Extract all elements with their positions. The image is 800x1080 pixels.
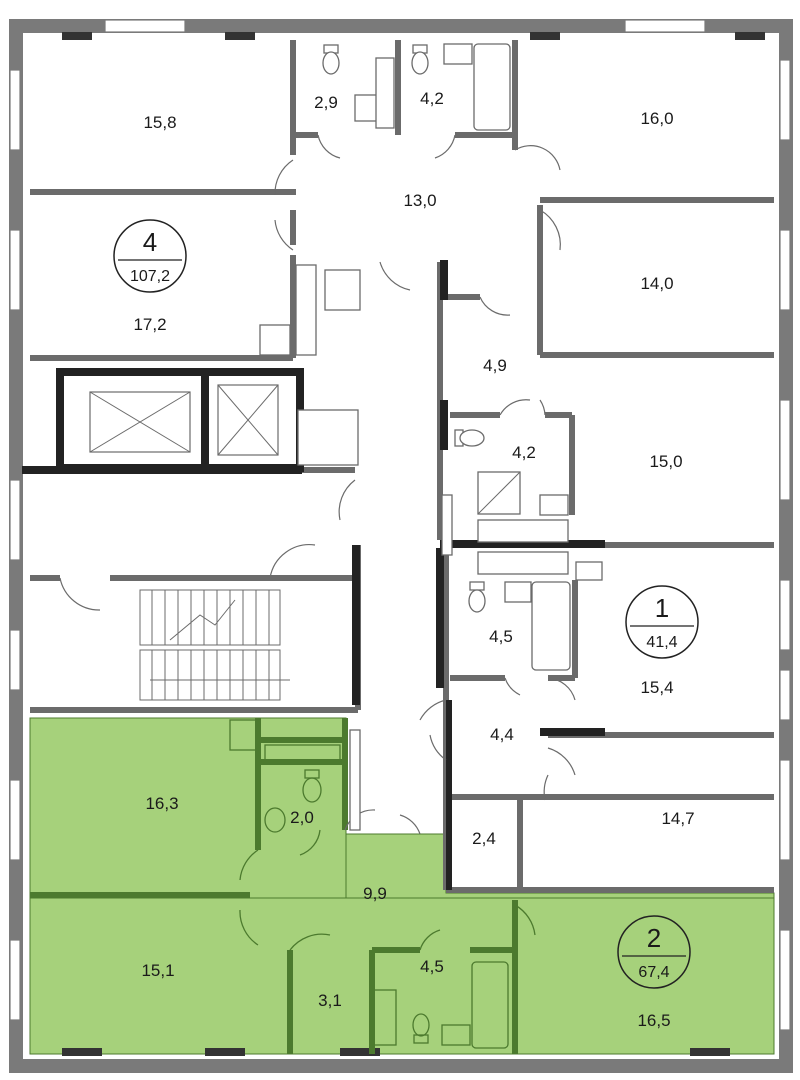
room-area: 4,9: [483, 356, 507, 375]
room-area: 16,5: [637, 1011, 670, 1030]
sink-icon: [354, 94, 378, 122]
room-area: 3,1: [318, 991, 342, 1010]
sink-icon: [539, 494, 569, 516]
apartment-area: 67,4: [638, 964, 669, 981]
apartment-number: 1: [655, 593, 669, 623]
room-area: 4,4: [490, 725, 514, 744]
apartment-badge-4: 4 107,2: [113, 219, 187, 293]
room-area: 14,0: [640, 274, 673, 293]
sink-icon: [504, 581, 532, 603]
bathtub-icon: [471, 961, 509, 1049]
room-area: 4,2: [512, 443, 536, 462]
apartment-2-doors: [239, 829, 536, 951]
room-area: 2,9: [314, 93, 338, 112]
apartment-badge-1: 1 41,4: [625, 585, 699, 659]
room-area: 2,4: [472, 829, 496, 848]
room-area: 15,1: [141, 961, 174, 980]
toilet-icon: [322, 51, 340, 75]
apartment-badge-2: 2 67,4: [617, 915, 691, 989]
apartment-area: 41,4: [646, 634, 677, 651]
apartment-area: 107,2: [130, 268, 170, 285]
windows: [9, 19, 791, 1031]
sink-icon: [259, 324, 291, 356]
bathtub-icon: [531, 581, 571, 671]
doors: [59, 134, 576, 835]
room-area: 15,0: [649, 452, 682, 471]
toilet-icon: [411, 51, 429, 75]
apartment-2-walls: [30, 718, 518, 1054]
apartment-number: 4: [143, 227, 157, 257]
toilet-icon: [469, 581, 485, 591]
stairs-icon: [139, 589, 290, 701]
room-area: 14,7: [661, 809, 694, 828]
room-area: 4,5: [420, 957, 444, 976]
room-area: 15,8: [143, 113, 176, 132]
room-labels: 15,8 2,9 4,2 16,0 13,0 17,2 14,0 4,9 4,2…: [133, 89, 694, 1030]
toilet-icon: [302, 777, 322, 803]
toilet-icon: [468, 589, 486, 613]
room-area: 13,0: [403, 191, 436, 210]
window-sills: [62, 32, 765, 1056]
room-area: 15,4: [640, 678, 673, 697]
room-area: 17,2: [133, 315, 166, 334]
toilet-icon: [459, 429, 485, 447]
toilet-icon: [413, 1034, 429, 1044]
room-area: 16,0: [640, 109, 673, 128]
sink-icon: [443, 43, 473, 65]
room-area: 4,5: [489, 627, 513, 646]
fixtures: [259, 43, 603, 831]
room-area: 9,9: [363, 884, 387, 903]
elevator-shafts: [22, 260, 605, 890]
apartment-2-fill: [29, 717, 775, 1055]
room-area: 2,0: [290, 808, 314, 827]
sink-icon: [441, 1024, 471, 1046]
room-area: 16,3: [145, 794, 178, 813]
apartment-number: 2: [647, 923, 661, 953]
bathtub-icon: [473, 43, 511, 131]
room-area: 4,2: [420, 89, 444, 108]
apartment-2-fixtures: [229, 719, 509, 1049]
sink-icon: [264, 807, 286, 833]
toilet-icon: [412, 1013, 430, 1037]
